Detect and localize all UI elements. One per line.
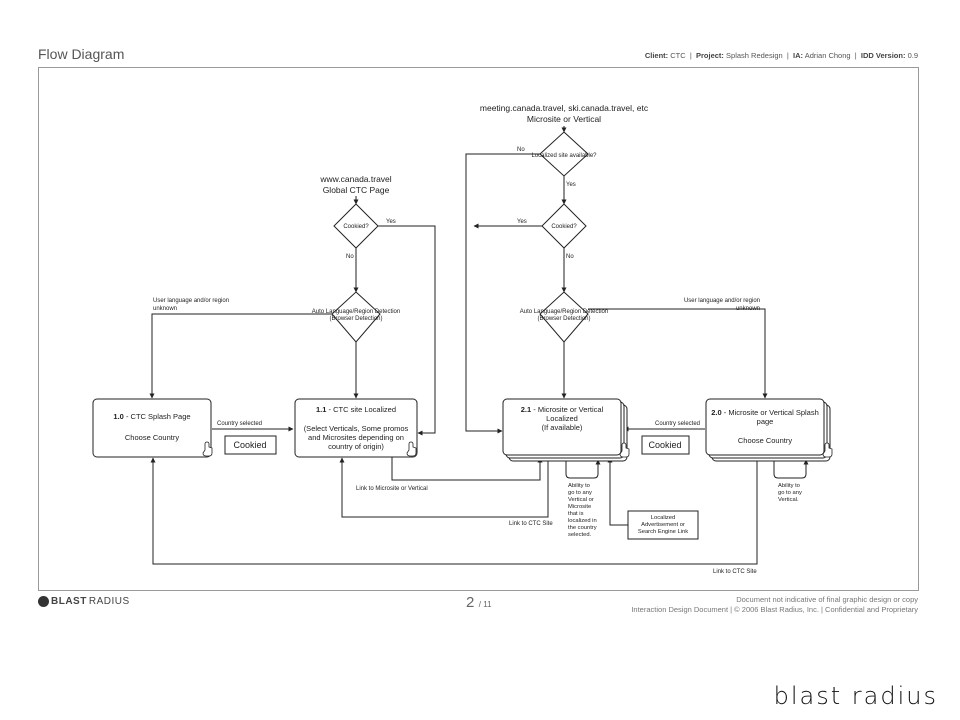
page-current: 2 [466,594,475,611]
link-ctc-label-1: Link to CTC Site [509,521,553,527]
autodetect-right-line1: Auto Language/Region Detection [520,309,608,315]
footer-copyright: Interaction Design Document | © 2006 Bla… [631,605,918,614]
box-2-1-body-1: Localized [546,414,578,423]
box-2-0-microsite-splash [705,398,825,456]
document-meta: Client: CTC | Project: Splash Redesign |… [644,51,918,60]
cookied-tag-right [641,435,690,455]
client-value: CTC [670,51,686,60]
version-label: IDD Version: [860,51,906,60]
footer-disclaimer: Document not indicative of final graphic… [736,595,918,604]
decision-cookied-right-label: Cookied? [551,224,577,230]
logo-rest-text: RADIUS [88,596,130,607]
yes-label-right: Yes [517,219,527,225]
blast-radius-logo-icon [38,596,49,607]
localized-ad-1: Localized [651,515,676,521]
entry-left-line1: www.canada.travel [319,174,391,184]
page-total: / 11 [478,600,492,609]
autodetect-right-line2: (Browser Detection) [537,316,590,322]
hand-pointer-icon [619,442,630,458]
footer-notes: Document not indicative of final graphic… [631,595,918,615]
ability-left-4: Microsite [568,504,591,510]
page-number: 2 / 11 [466,594,492,612]
no-label-left: No [346,254,354,260]
box-1-0-body: Choose Country [125,433,179,442]
box-2-1-body-2: (If available) [542,423,583,432]
hand-pointer-icon [202,441,213,457]
ia-label: IA: [793,51,804,60]
country-selected-right: Country selected [655,421,700,427]
autodetect-left-line2: (Browser Detection) [329,316,382,322]
ability-left-3: Vertical or [568,497,594,503]
decision-localized-label: Localized site available? [531,153,597,159]
ability-left-6: localized in [568,518,597,524]
yes-label-left: Yes [386,219,396,225]
ability-left-7: the country [568,525,597,531]
autodetect-left-line1: Auto Language/Region Detection [312,309,400,315]
yes-label-localized: Yes [566,182,576,188]
country-selected-left: Country selected [217,421,262,427]
box-1-1-localized [294,398,418,458]
box-1-0-splash [92,398,212,458]
box-1-1-title: 1.1 - CTC site Localized [316,405,396,414]
box-2-0-body: Choose Country [738,436,792,445]
box-2-1-microsite-localized [502,398,622,456]
ability-left-5: that is [568,511,584,517]
logo-bold-text: BLAST [51,596,87,607]
link-microsite-label: Link to Microsite or Vertical [356,486,428,492]
cookied-tag-left-label: Cookied [233,440,266,450]
ability-right-2: go to any [778,490,802,496]
ability-left-8: selected. [568,532,592,538]
project-label: Project: [695,51,724,60]
diagram-frame [38,67,919,591]
ability-right-1: Ability to [778,483,800,489]
entry-left-line2: Global CTC Page [323,185,390,195]
cookied-tag-right-label: Cookied [648,440,681,450]
no-label-right: No [566,254,574,260]
hand-pointer-icon [406,441,417,457]
box-1-1-body-2: and Microsites depending on [308,433,404,442]
box-2-0-title-2: page [757,417,774,426]
localized-ad-box [627,510,699,540]
hand-pointer-icon [822,442,833,458]
ia-value: Adrian Chong [804,51,851,60]
box-2-0-title: 2.0 - Microsite or Vertical Splash [711,408,819,417]
brand-mark-logo: BLAST RADIUS [773,682,938,710]
entry-right-line2: Microsite or Vertical [527,114,601,124]
unknown-right-line1: User language and/or region [684,298,760,304]
box-1-1-body-3: country of origin) [328,442,384,451]
entry-right-line1: meeting.canada.travel, ski.canada.travel… [480,103,649,113]
client-label: Client: [644,51,669,60]
ability-left-2: go to any [568,490,592,496]
localized-ad-3: Search Engine Link [638,529,688,535]
link-ctc-label-2: Link to CTC Site [713,569,757,575]
ability-right-3: Vertical. [778,497,799,503]
ability-left-1: Ability to [568,483,590,489]
box-2-1-title: 2.1 - Microsite or Vertical [521,405,604,414]
version-value: 0.9 [907,51,918,60]
unknown-left-line2: unknown [153,306,177,312]
unknown-left-line1: User language and/or region [153,298,229,304]
no-label-localized: No [517,147,525,153]
cookied-tag-left [224,435,277,455]
unknown-right-line2: unknown [736,306,760,312]
localized-ad-2: Advertisement or [641,522,685,528]
project-value: Splash Redesign [726,51,783,60]
box-1-0-title: 1.0 - CTC Splash Page [113,412,190,421]
page-title: Flow Diagram [38,46,125,62]
box-1-1-body-1: (Select Verticals, Some promos [304,424,409,433]
decision-cookied-left-label: Cookied? [343,224,369,230]
